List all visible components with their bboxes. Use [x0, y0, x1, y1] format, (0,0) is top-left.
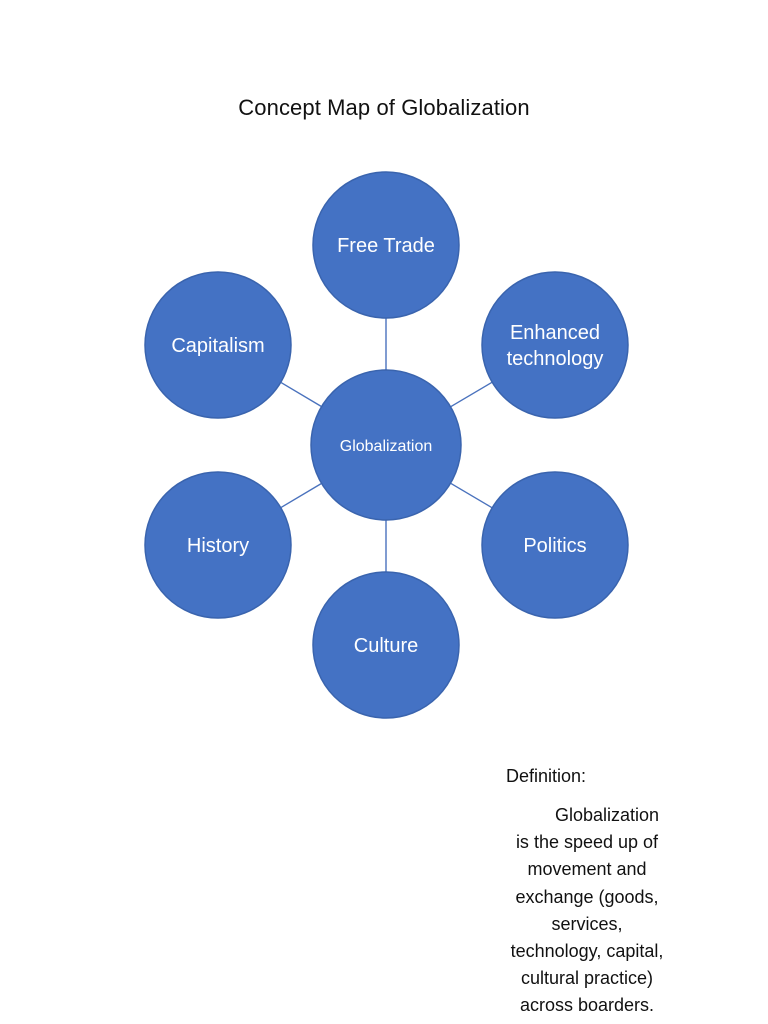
node-label-culture: Culture [354, 635, 418, 657]
center-node-label: Globalization [340, 438, 433, 455]
node-circle-culture [312, 571, 460, 719]
node-label-politics: Politics [523, 535, 586, 557]
connector-lines [280, 318, 493, 572]
connector-history [280, 482, 322, 509]
definition-text-content: Globalization is the speed up of movemen… [510, 805, 664, 1016]
node-label-line: Culture [354, 635, 418, 657]
node-label-line: Free Trade [337, 235, 435, 257]
node-label-capitalism: Capitalism [171, 335, 264, 357]
node-circle-politics [481, 471, 629, 619]
node-label-line: technology [507, 348, 604, 370]
node-label-history: History [187, 535, 249, 557]
node-politics: Politics [481, 471, 629, 619]
center-node: Globalization [310, 369, 462, 521]
connector-politics [450, 482, 493, 509]
node-label-line: Capitalism [171, 335, 264, 357]
node-history: History [144, 471, 292, 619]
connector-capitalism [280, 381, 322, 408]
definition-text: Globalization is the speed up of movemen… [506, 802, 668, 1020]
node-capitalism: Capitalism [144, 271, 292, 419]
node-label-enhanced-technology: Enhanced technology [507, 322, 604, 370]
node-label-line: Enhanced [510, 322, 600, 344]
connector-enhanced-technology [450, 381, 493, 408]
node-enhanced-technology: Enhanced technology [481, 271, 629, 419]
node-free-trade: Free Trade [312, 171, 460, 319]
node-culture: Culture [312, 571, 460, 719]
node-label-free-trade: Free Trade [337, 235, 435, 257]
node-label-line: Politics [523, 535, 586, 557]
page-title: Concept Map of Globalization [238, 95, 530, 120]
definition-heading: Definition: [506, 766, 587, 786]
node-circle-free-trade [312, 171, 460, 319]
node-label-line: History [187, 535, 249, 557]
node-circle-enhanced-technology [481, 271, 629, 419]
node-circle-capitalism [144, 271, 292, 419]
center-node-circle [310, 369, 462, 521]
node-circle-history [144, 471, 292, 619]
